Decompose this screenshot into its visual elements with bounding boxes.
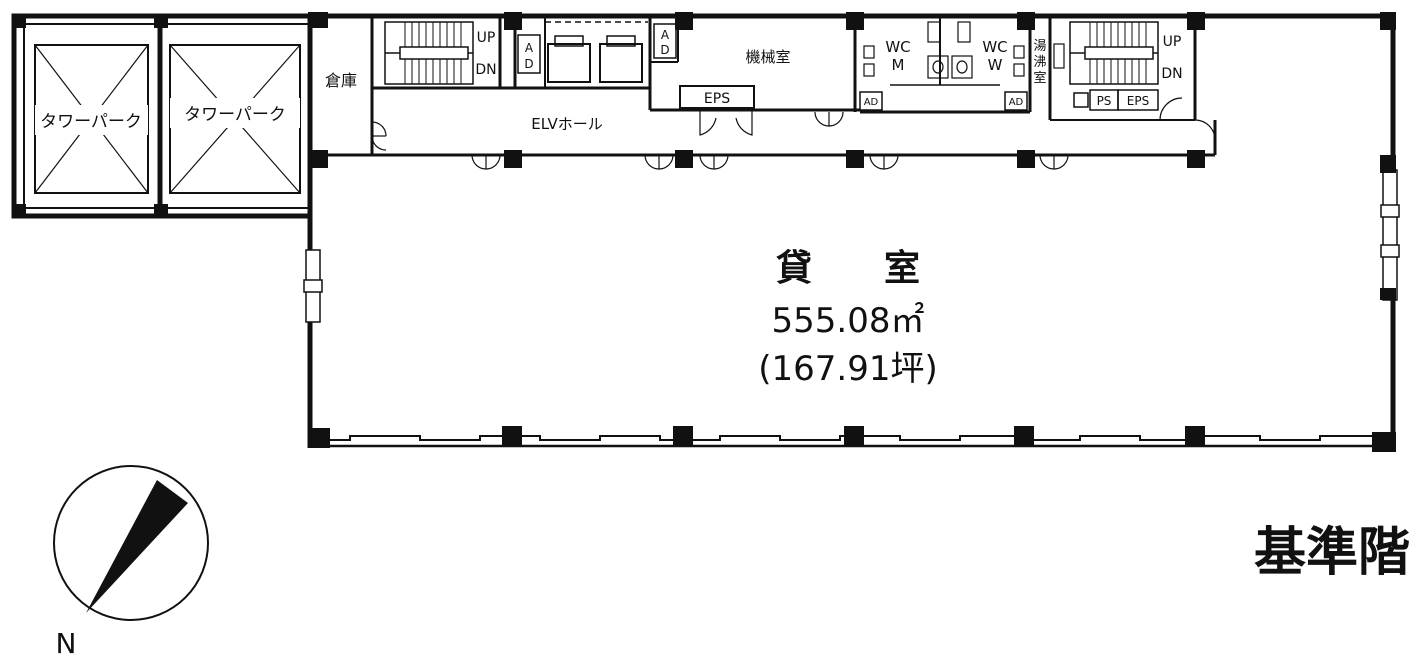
tower-park-2-label: タワーパーク [184,105,286,125]
kitchenette: 湯 沸 室 [1033,39,1065,86]
ad-2-a: A [661,28,670,42]
tenant-area-m2: 555.08㎡ [772,301,925,341]
storage-label: 倉庫 [325,71,357,90]
eps-right-label: EPS [1127,94,1149,108]
ad-shaft-1: A D [517,34,541,74]
kitchen-char-1: 湯 [1033,39,1046,54]
ad-shaft-3: AD [859,91,883,111]
ad-1-d: D [524,57,533,71]
tower-parking-block: タワーパーク タワーパーク [11,13,313,219]
tower-park-1-label: タワーパーク [40,112,142,132]
ad-2-d: D [660,43,669,57]
stair-right-dn-label: DN [1161,66,1182,82]
ps-label: PS [1097,94,1112,108]
tenant-area-tsubo: (167.91坪) [758,349,938,389]
tenant-name: 貸 室 [776,248,920,289]
elevators [547,35,643,83]
eps-center-label: EPS [704,91,730,107]
ad-1-a: A [525,41,534,55]
wc-w-line1: WC [982,38,1007,56]
north-label: N [56,627,77,660]
stair-left-up-label: UP [477,30,496,46]
wc-men: WC M [863,21,949,79]
stair-right-up-label: UP [1163,34,1182,50]
wc-m-line2: M [892,56,905,74]
stair-right: UP DN [1069,21,1183,85]
stair-left: UP DN [384,21,497,85]
tower-park-2: タワーパーク [169,44,301,194]
kitchen-char-3: 室 [1033,70,1046,86]
tower-park-1: タワーパーク [34,44,149,194]
floor-title: 基準階 [1254,523,1410,583]
ad-shaft-2: A D [653,23,677,59]
ad-4-label: AD [1009,97,1024,108]
wc-m-line1: WC [885,38,910,56]
windows-side [303,169,1400,323]
wc-women: WC W [951,21,1025,79]
ad-shaft-4: AD [1004,91,1028,111]
eps-center: EPS [679,85,755,109]
ps-eps-right: PS EPS [1073,89,1159,111]
ad-3-label: AD [864,97,879,108]
doors [371,97,1216,170]
wc-w-line2: W [988,56,1003,74]
kitchen-char-2: 沸 [1033,55,1046,70]
machine-room-label: 機械室 [745,48,790,66]
tenant-space: 貸 室 555.08㎡ (167.91坪) [758,248,938,389]
compass: N [53,465,209,660]
north-arrow-icon [86,480,188,613]
elv-hall-label: ELVホール [531,115,602,133]
stair-left-dn-label: DN [475,62,496,78]
columns [308,12,1396,452]
